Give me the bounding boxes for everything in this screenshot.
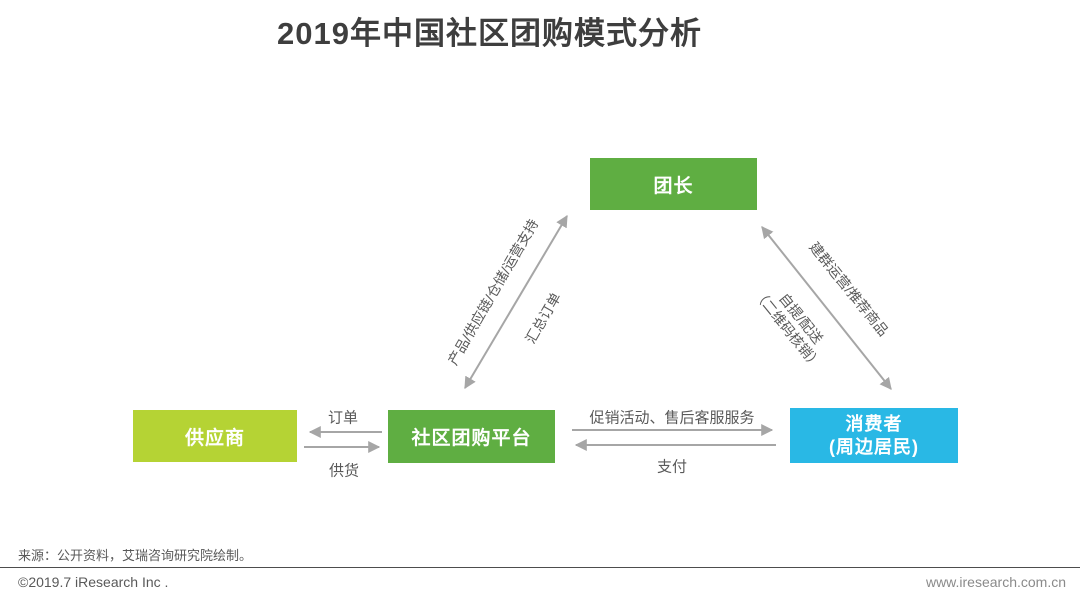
copyright-text: ©2019.7 iResearch Inc . [18,574,169,590]
edge-label-order: 订单 [327,409,359,427]
edge-label-aggregate-orders: 汇总订单 [522,289,564,347]
node-leader-label: 团长 [653,175,694,197]
edge-label-group-operation: 建群运营/推荐商品 [806,238,892,340]
node-consumer-label-line1: 消费者 [845,413,903,434]
node-platform: 社区团购平台 [388,410,555,463]
edge-label-supply: 供货 [328,462,360,480]
edge-label-payment: 支付 [656,458,688,476]
footer-divider [0,567,1080,568]
source-note: 来源：公开资料，艾瑞咨询研究院绘制。 [18,548,253,563]
node-consumer-label-line2: (周边居民) [829,436,919,457]
edge-label-platform-support: 产品/供应链/仓储/运营支持 [444,216,542,368]
node-supplier: 供应商 [133,410,297,462]
node-leader: 团长 [590,158,757,210]
node-platform-label: 社区团购平台 [411,428,532,449]
website-url: www.iresearch.com.cn [925,574,1066,590]
edge-label-promotion-service: 促销活动、售后客服服务 [589,409,755,427]
node-supplier-label: 供应商 [184,427,245,449]
node-consumer: 消费者 (周边居民) [790,408,958,463]
page-title: 2019年中国社区团购模式分析 [277,16,702,51]
edge-label-pickup-delivery: 自提/配送 （二维码核销） [750,275,838,373]
